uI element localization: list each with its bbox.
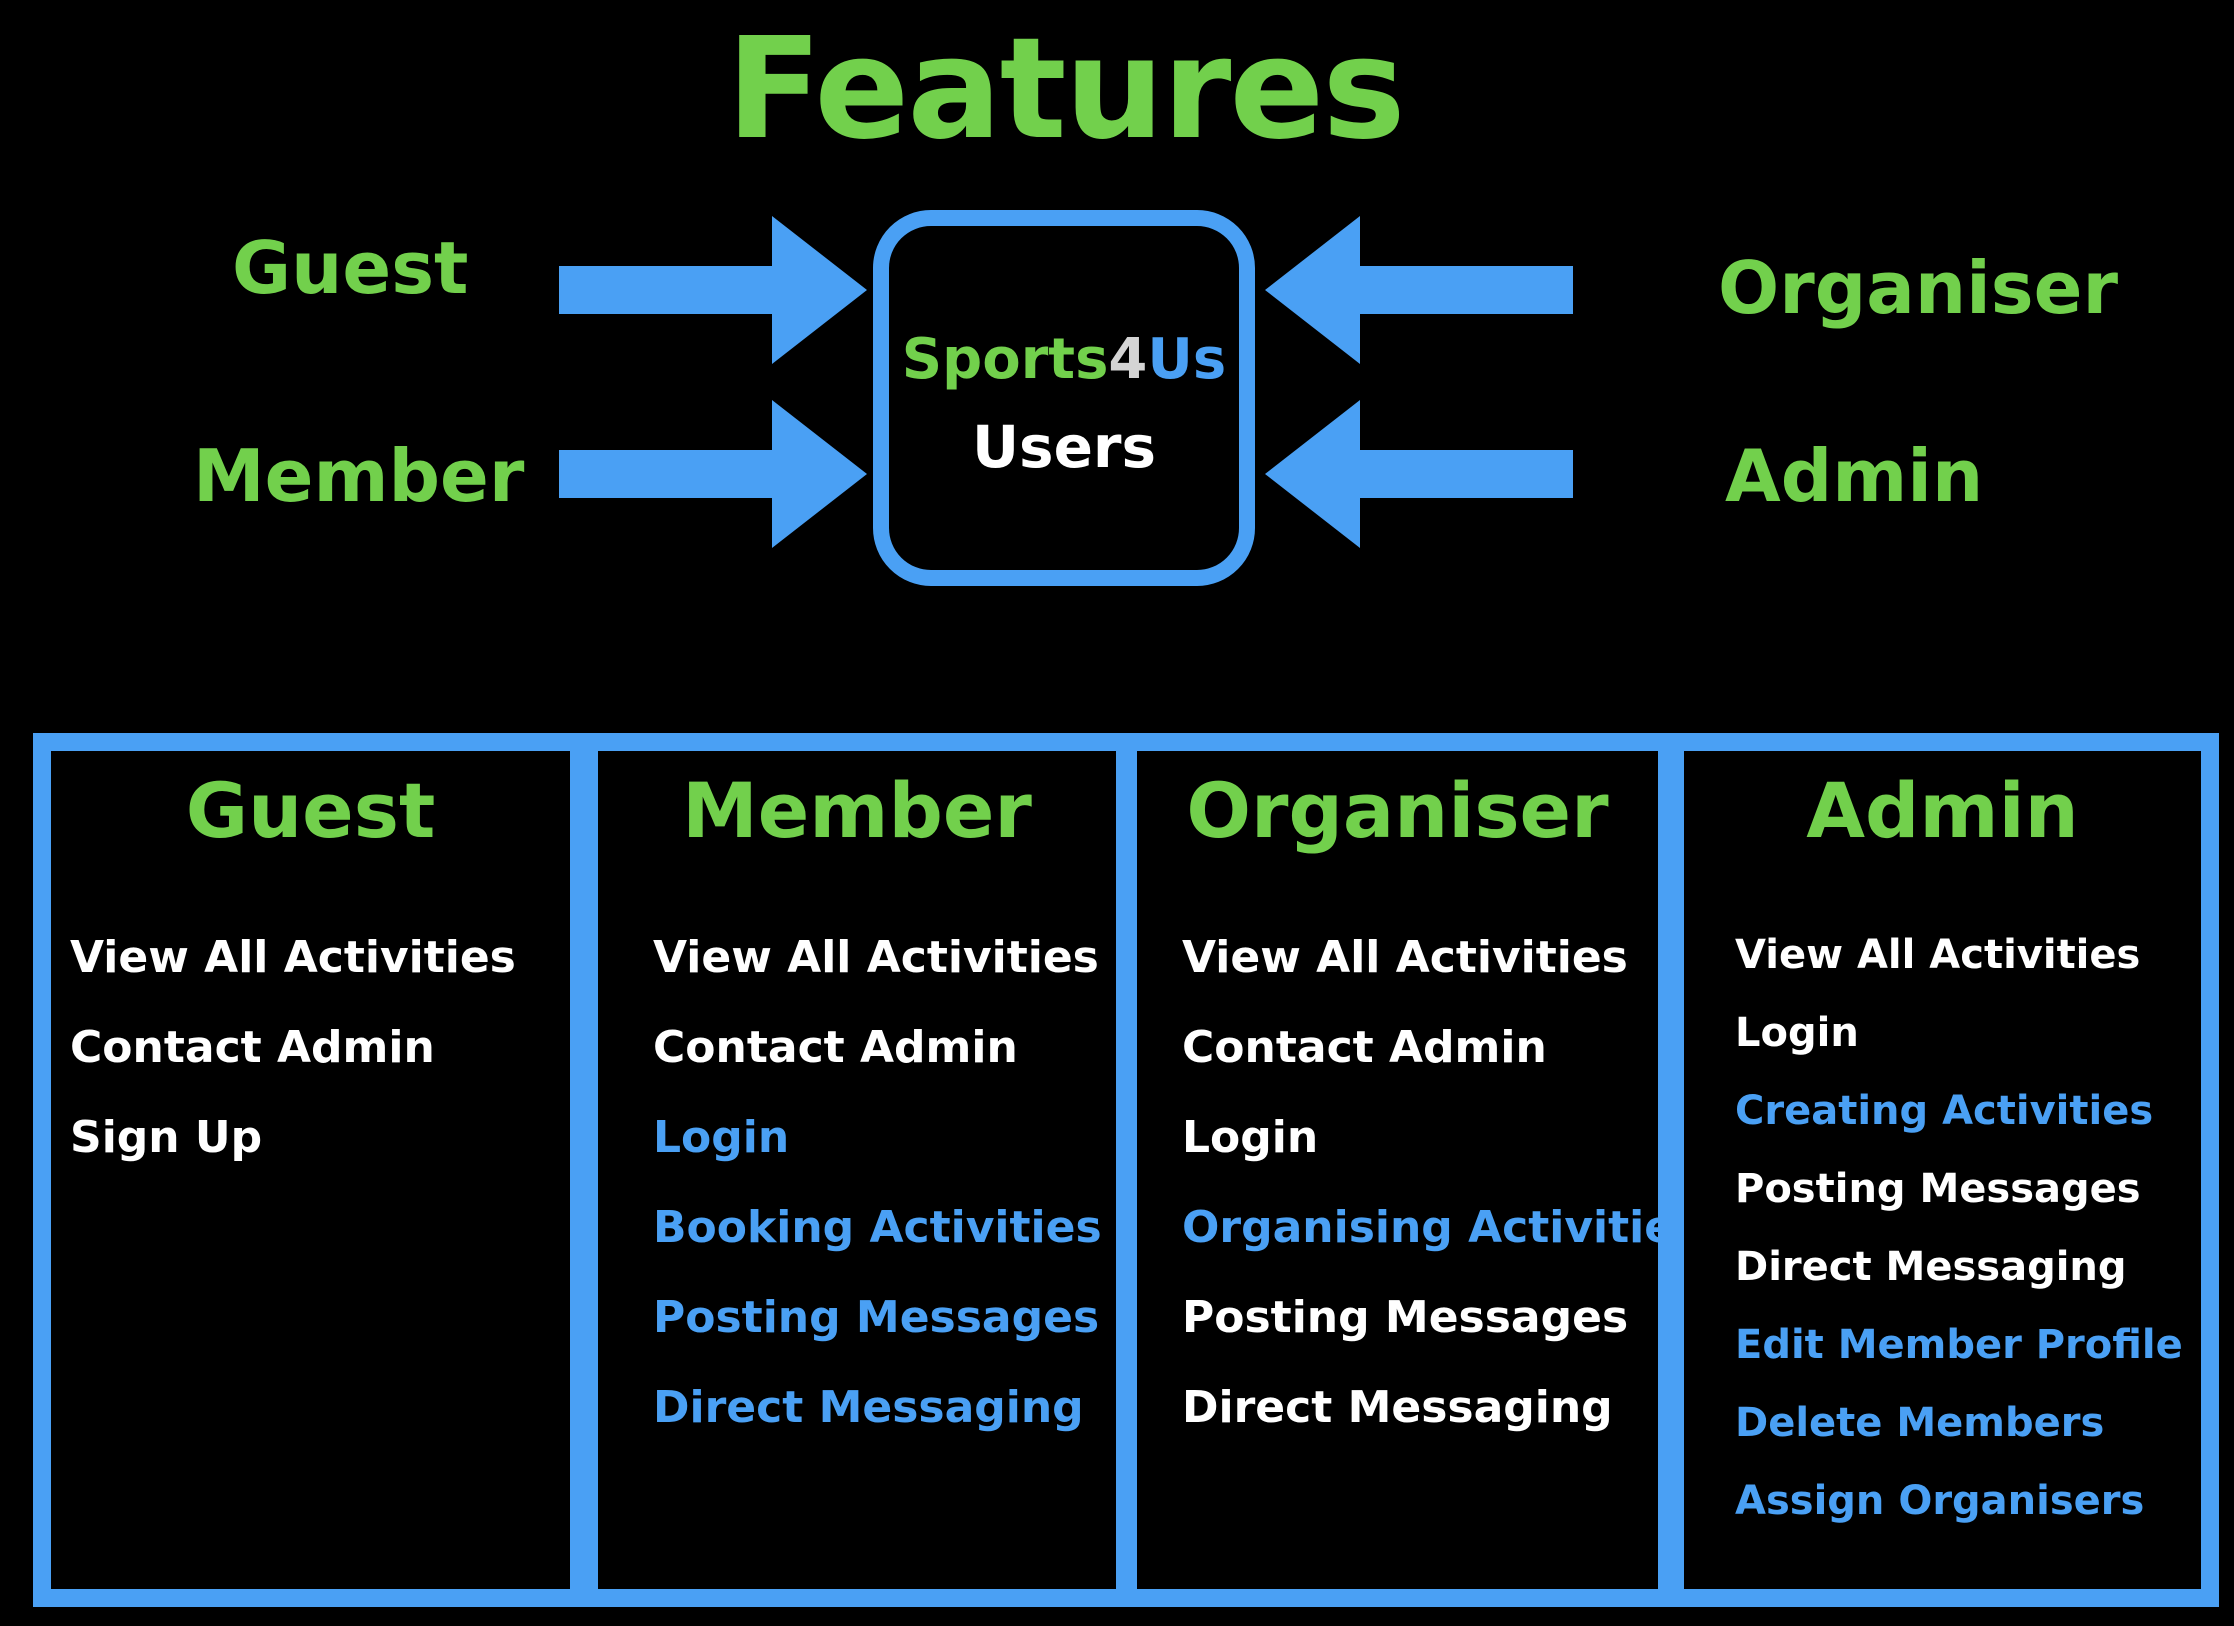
- column-guest: Guest View All Activities Contact Admin …: [51, 751, 570, 1589]
- brand-us: Us: [1147, 327, 1227, 392]
- feature-item: Sign Up: [70, 1112, 263, 1163]
- feature-item: Direct Messaging: [1182, 1382, 1613, 1433]
- arrow-left-organiser: [1265, 216, 1573, 364]
- role-label-guest: Guest: [232, 226, 469, 310]
- feature-item: Login: [1735, 1010, 1859, 1056]
- feature-item: Assign Organisers: [1735, 1478, 2145, 1524]
- feature-item: Login: [1182, 1112, 1319, 1163]
- feature-item: Creating Activities: [1735, 1088, 2154, 1134]
- feature-item: Delete Members: [1735, 1400, 2105, 1446]
- feature-item: Contact Admin: [1182, 1022, 1547, 1073]
- role-label-member: Member: [193, 434, 525, 518]
- column-title-member: Member: [682, 766, 1032, 855]
- page-title: Features: [726, 8, 1405, 171]
- feature-item: View All Activities: [1182, 932, 1628, 983]
- users-hub-box: [873, 210, 1255, 586]
- feature-item: View All Activities: [653, 932, 1099, 983]
- column-organiser: Organiser View All Activities Contact Ad…: [1137, 751, 1700, 1589]
- role-label-organiser: Organiser: [1718, 246, 2118, 330]
- arrow-left-admin: [1265, 400, 1573, 548]
- hub-users-label: Users: [971, 413, 1157, 481]
- feature-table: Guest View All Activities Contact Admin …: [33, 733, 2219, 1607]
- arrow-right-member: [559, 400, 867, 548]
- feature-item: Direct Messaging: [653, 1382, 1084, 1433]
- brand-sports: Sports: [901, 327, 1109, 392]
- feature-item: Posting Messages: [1735, 1166, 2141, 1212]
- column-title-organiser: Organiser: [1186, 766, 1609, 855]
- feature-item: View All Activities: [1735, 932, 2141, 978]
- feature-item: Direct Messaging: [1735, 1244, 2127, 1290]
- role-label-admin: Admin: [1725, 434, 1984, 518]
- feature-item: View All Activities: [70, 932, 516, 983]
- feature-item: Edit Member Profile: [1735, 1322, 2183, 1368]
- column-title-guest: Guest: [185, 766, 436, 855]
- column-admin: Admin View All Activities Login Creating…: [1684, 751, 2201, 1589]
- feature-item: Posting Messages: [1182, 1292, 1629, 1343]
- hub-brand: Sports4Us: [873, 332, 1255, 388]
- feature-item: Organising Activities: [1182, 1202, 1701, 1253]
- arrows-diagram: [559, 216, 1573, 548]
- arrow-right-guest: [559, 216, 867, 364]
- column-title-admin: Admin: [1806, 766, 2079, 855]
- feature-item: Booking Activities: [653, 1202, 1102, 1253]
- brand-4: 4: [1108, 327, 1148, 392]
- column-member: Member View All Activities Contact Admin…: [598, 751, 1116, 1589]
- feature-item: Login: [653, 1112, 790, 1163]
- feature-item: Contact Admin: [653, 1022, 1018, 1073]
- feature-item: Contact Admin: [70, 1022, 435, 1073]
- feature-item: Posting Messages: [653, 1292, 1100, 1343]
